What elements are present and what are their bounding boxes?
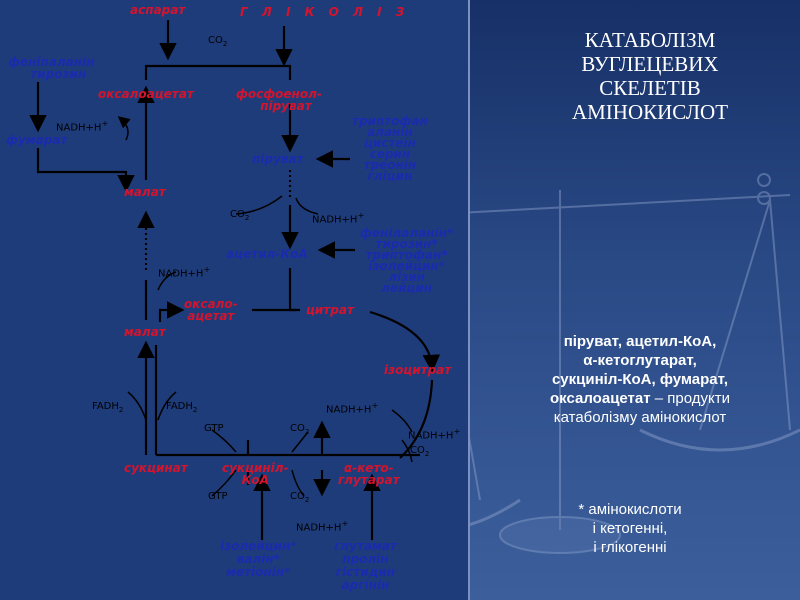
pep-label: фосфоенол-піруват	[236, 87, 322, 113]
citrate-label: цитрат	[306, 303, 354, 317]
co2-label-3: CO2	[290, 423, 310, 437]
fadh-label-2: FADH2	[166, 401, 198, 415]
isocitrate-label: ізоцитрат	[384, 363, 452, 377]
gtp-label-1: GTP	[204, 423, 224, 434]
gtp-label-2: GTP	[208, 491, 228, 502]
nadh-label-2: NADH+H+	[312, 210, 365, 226]
nadh-label-6: NADH+H+	[296, 518, 349, 534]
ketogenic-group: фенілаланін* тирозин* триптофан* ізолейц…	[360, 226, 454, 295]
slide-title: КАТАБОЛІЗМ ВУГЛЕЦЕВИХ СКЕЛЕТІВ АМІНОКИСЛ…	[571, 28, 729, 124]
co2-label-1: CO2	[208, 35, 228, 49]
aspartate-label: аспарат	[130, 3, 186, 17]
malate-top-label: малат	[124, 185, 166, 199]
nadh-label-5: NADH+H+	[408, 426, 461, 442]
fumarate-left-label: фумарат	[6, 133, 68, 147]
nadh-label-1: NADH+H+	[56, 118, 109, 134]
oxaloacetate-mid-label: оксало-ацетат	[184, 297, 238, 323]
trp-group: триптофан аланін цистеїн серин треонін г…	[352, 114, 428, 183]
co2-label-5: CO2	[290, 491, 310, 505]
oxaloacetate-top-label: оксалоацетат	[98, 87, 194, 101]
akg-label: α-кето-глутарат	[338, 461, 400, 487]
pathway-panel	[0, 0, 470, 600]
pathway-arrows	[29, 20, 441, 540]
succinate-label: сукцинат	[124, 461, 188, 475]
malate-mid-label: малат	[124, 325, 166, 339]
products-text: піруват, ацетил-КоА, α-кетоглутарат, сук…	[550, 333, 730, 426]
glycolysis-label: Г Л І К О Л І З	[240, 5, 410, 19]
co2-label-2: CO2	[230, 209, 250, 223]
nadh-label-3: NADH+H+	[158, 264, 211, 280]
nadh-label-4: NADH+H+	[326, 400, 379, 416]
fadh-label-1: FADH2	[92, 401, 124, 415]
pyruvate-label: піруват	[252, 152, 304, 166]
acetyl-coa-label: ацетил-КоА	[226, 247, 308, 261]
co2-label-4: CO2	[410, 445, 430, 459]
ile-group: ізолейцин*валін*метіонін*	[220, 539, 297, 579]
amino-acid-note: * амінокислоти і кетогенні, і глікогенні	[578, 501, 682, 556]
succinyl-coa-label: сукциніл-КоА	[222, 461, 289, 487]
